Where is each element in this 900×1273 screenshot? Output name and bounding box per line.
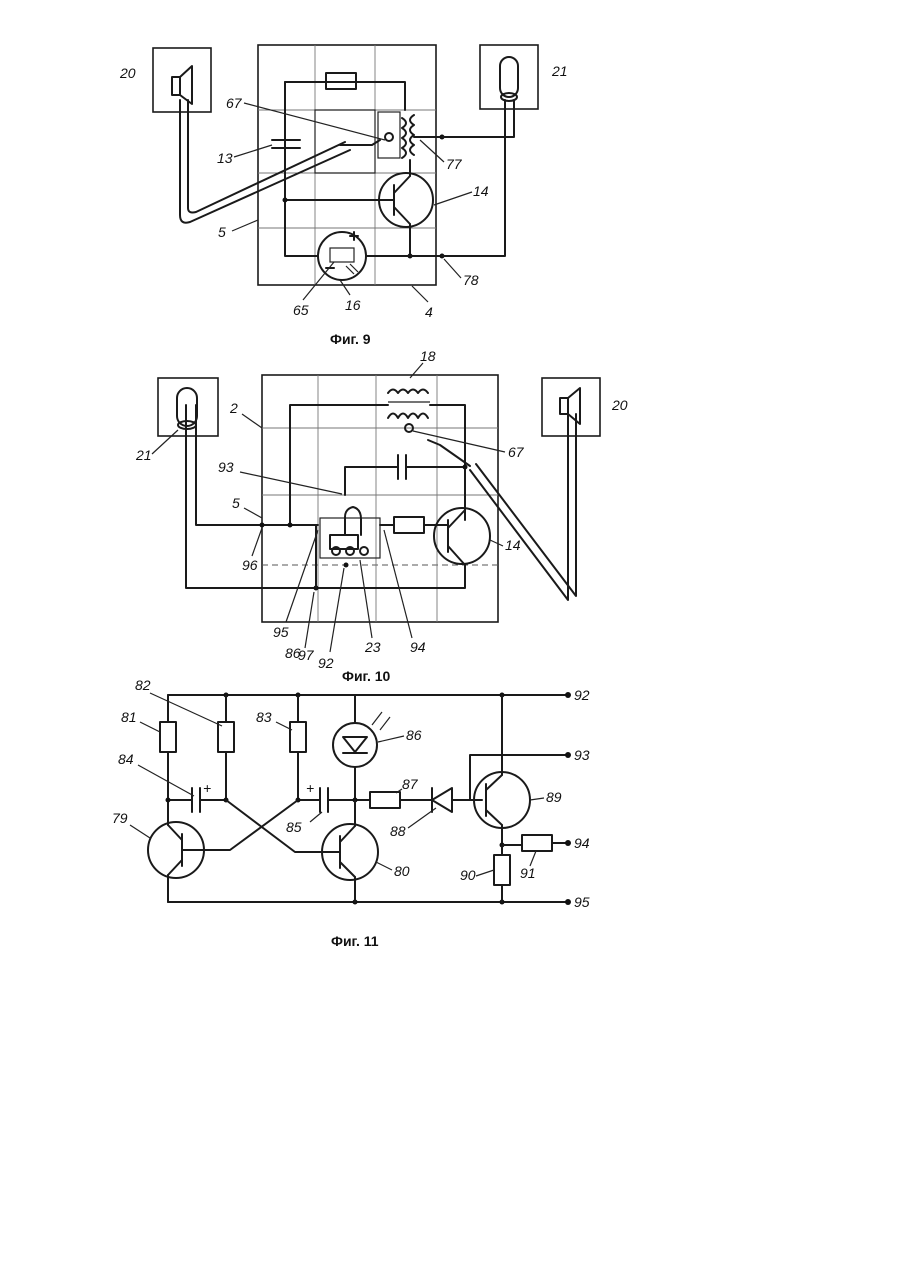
- label-97: 97: [298, 647, 315, 663]
- label-92: 92: [318, 655, 334, 671]
- resistor-83: [290, 695, 306, 800]
- figure-10: 18 2 20 21 67 93 5 96 14 95 86 97 92 23 …: [135, 348, 628, 684]
- capacitor: [345, 455, 465, 495]
- left-wire: [285, 82, 318, 256]
- label-14: 14: [505, 537, 521, 553]
- microphone-21: [158, 378, 218, 436]
- speaker-20: [428, 378, 600, 600]
- speaker-20: [153, 48, 211, 112]
- capacitor-85: +: [298, 780, 370, 812]
- led-86: [333, 695, 390, 800]
- resistor-87: [370, 792, 400, 808]
- transistor-80: [226, 800, 378, 902]
- terminal-92: 92: [574, 687, 590, 703]
- label-93: 93: [218, 459, 234, 475]
- label-79: 79: [112, 810, 128, 826]
- top-wire: [285, 82, 405, 110]
- label-88: 88: [390, 823, 406, 839]
- capacitor-84: +: [168, 780, 226, 812]
- label-89: 89: [546, 789, 562, 805]
- microphone-21: [442, 45, 538, 256]
- label-80: 80: [394, 863, 410, 879]
- label-14: 14: [473, 183, 489, 199]
- label-20: 20: [611, 397, 628, 413]
- label-96: 96: [242, 557, 258, 573]
- label-21: 21: [551, 63, 568, 79]
- relay-coil: [378, 112, 445, 158]
- transistor-79: [148, 800, 298, 902]
- figure-9: 20 21 67 13 77 14 5 78 65 16 4 Фиг. 9: [119, 45, 568, 347]
- label-65: 65: [293, 302, 309, 318]
- plus-sign: +: [306, 780, 314, 796]
- label-81: 81: [121, 709, 137, 725]
- label-13: 13: [217, 150, 233, 166]
- plug: [340, 140, 380, 145]
- plus-sign: +: [203, 780, 211, 796]
- board-frame: [262, 375, 498, 622]
- figure-11: + +: [112, 677, 590, 949]
- label-83: 83: [256, 709, 272, 725]
- label-2: 2: [229, 400, 238, 416]
- label-90: 90: [460, 867, 476, 883]
- speaker-cable-outer: [180, 100, 350, 223]
- resistor-91: [502, 835, 571, 851]
- resistor-90: [494, 845, 510, 902]
- label-95: 95: [273, 624, 289, 640]
- label-21: 21: [135, 447, 152, 463]
- transistor-89: [470, 695, 571, 845]
- label-94: 94: [410, 639, 426, 655]
- label-5: 5: [218, 224, 226, 240]
- label-77: 77: [446, 156, 463, 172]
- transistor-14: [285, 160, 433, 256]
- terminal-93: 93: [574, 747, 590, 763]
- label-91: 91: [520, 865, 536, 881]
- label-82: 82: [135, 677, 151, 693]
- resistor-81: [160, 695, 176, 825]
- relay-18: [290, 390, 465, 526]
- caption-fig-11: Фиг. 11: [331, 933, 379, 949]
- mic-wire-1: [196, 405, 318, 525]
- label-84: 84: [118, 751, 134, 767]
- label-16: 16: [345, 297, 361, 313]
- resistor: [394, 517, 424, 533]
- locomotive-chip-23: [320, 507, 380, 558]
- label-18: 18: [420, 348, 436, 364]
- resistor-82: [218, 695, 234, 800]
- label-67: 67: [508, 444, 525, 460]
- terminal-95: 95: [574, 894, 590, 910]
- label-5: 5: [232, 495, 240, 511]
- label-86: 86: [406, 727, 422, 743]
- label-4: 4: [425, 304, 433, 320]
- terminal-94: 94: [574, 835, 590, 851]
- board-grid: [262, 375, 498, 622]
- label-85: 85: [286, 819, 302, 835]
- label-23: 23: [364, 639, 381, 655]
- label-67: 67: [226, 95, 243, 111]
- caption-fig-10: Фиг. 10: [342, 668, 391, 684]
- label-78: 78: [463, 272, 479, 288]
- label-20: 20: [119, 65, 136, 81]
- caption-fig-9: Фиг. 9: [330, 331, 371, 347]
- label-87: 87: [402, 776, 419, 792]
- speaker-cable-inner: [188, 100, 345, 213]
